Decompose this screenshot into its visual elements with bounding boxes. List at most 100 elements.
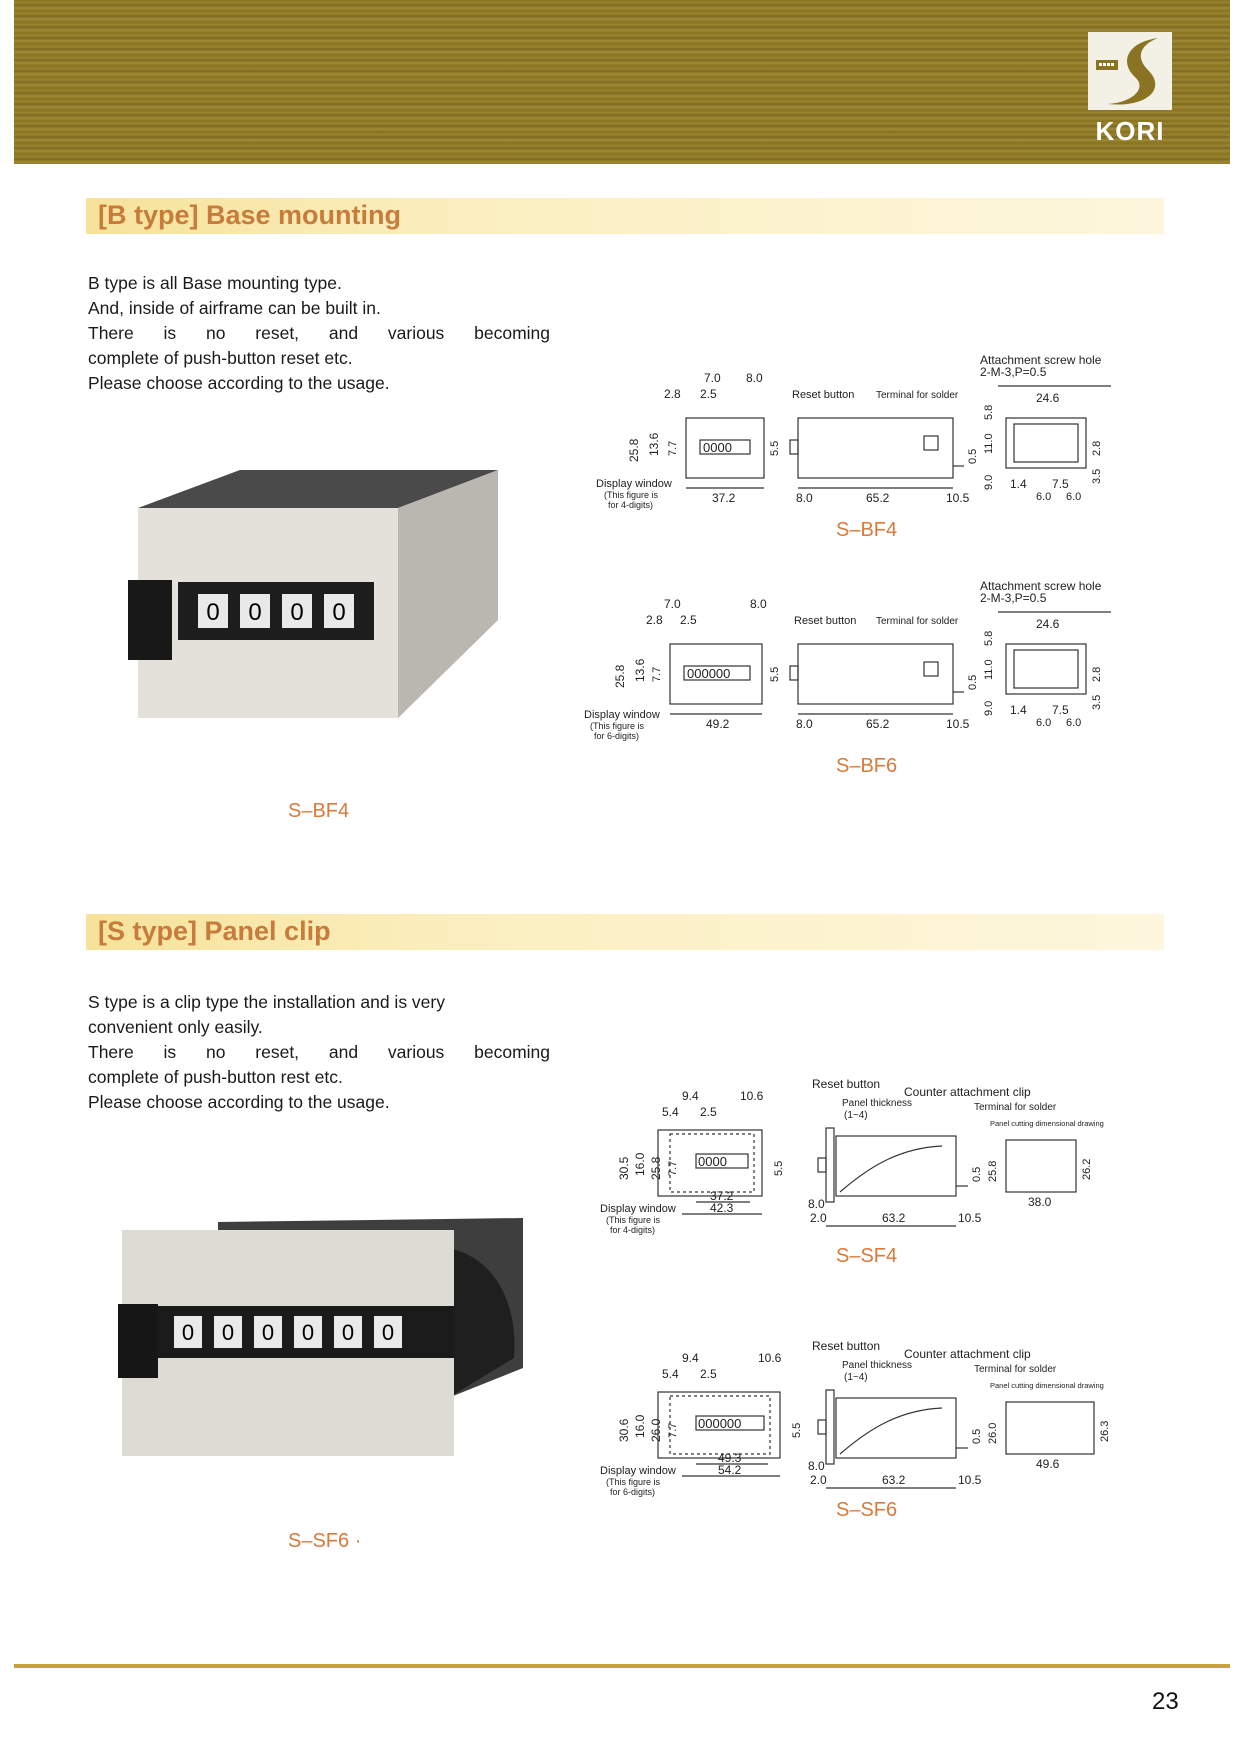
- digit: 0: [302, 1320, 314, 1345]
- dim-label: 49.6: [1036, 1457, 1060, 1471]
- dim-label: 9.0: [983, 475, 995, 490]
- digit: 0: [290, 599, 303, 626]
- reset-button-label: Reset button: [792, 389, 854, 401]
- dim-label: 0.5: [967, 675, 979, 690]
- dim-label: 8.0: [746, 371, 763, 385]
- dim-label: 0.5: [971, 1429, 983, 1444]
- digit: 0: [182, 1320, 194, 1345]
- dim-label: 7.0: [704, 371, 721, 385]
- dim-label: 1.4: [1010, 477, 1027, 491]
- panel-thickness-label: Panel thickness: [842, 1098, 912, 1109]
- digit: 0: [342, 1320, 354, 1345]
- dim-label: 25.8: [987, 1161, 999, 1182]
- dim-label: 2.5: [700, 387, 717, 401]
- digit: 0: [382, 1320, 394, 1345]
- digit: 0: [222, 1320, 234, 1345]
- dim-label: 25.8: [627, 438, 641, 462]
- dim-label: 10.5: [946, 717, 970, 731]
- dim-label: 7.7: [667, 441, 679, 456]
- dim-label: 25.8: [649, 1156, 663, 1180]
- dim-label: 16.0: [633, 1152, 647, 1176]
- dim-label: 65.2: [866, 491, 890, 505]
- model-label: S–BF6: [836, 755, 897, 777]
- dim-label: 6.0: [1066, 491, 1081, 503]
- dim-label: 2.8: [1091, 667, 1103, 682]
- display-note: (This figure is: [606, 1477, 661, 1487]
- dim-label: 10.6: [758, 1351, 782, 1365]
- digit: 0: [248, 599, 261, 626]
- dim-label: 2.8: [646, 613, 663, 627]
- reset-button-label: Reset button: [812, 1077, 880, 1091]
- digit: 0: [262, 1320, 274, 1345]
- dim-label: 11.0: [983, 433, 995, 454]
- dim-label: 9.4: [682, 1089, 699, 1103]
- dim-label: 2.0: [810, 1473, 827, 1487]
- description-line: There is no reset, and various becoming: [88, 323, 550, 343]
- dim-label: 26.3: [1099, 1421, 1111, 1442]
- clip-label: Counter attachment clip: [904, 1085, 1031, 1099]
- dim-label: 13.6: [647, 432, 661, 456]
- dim-label: 26.0: [649, 1418, 663, 1442]
- dim-label: 37.2: [712, 491, 736, 505]
- dim-label: 49.2: [706, 717, 730, 731]
- attach-spec: 2-M-3,P=0.5: [980, 591, 1047, 605]
- dim-label: 3.5: [1091, 695, 1103, 710]
- display-window-label: Display window: [600, 1203, 676, 1215]
- section-banner-s-type: [S type] Panel clip: [86, 914, 1164, 950]
- description-line: convenient only easily.: [88, 1017, 263, 1037]
- b-type-description: B type is all Base mounting type. And, i…: [88, 271, 550, 396]
- product-photo-s-bf4: 0 0 0 0: [128, 470, 508, 735]
- dim-label: 10.5: [958, 1211, 982, 1225]
- dim-label: 49.3: [718, 1451, 742, 1465]
- dim-label: 8.0: [796, 491, 813, 505]
- dim-label: 2.8: [664, 387, 681, 401]
- dim-label: 8.0: [808, 1197, 825, 1211]
- product-photo-s-sf6: 0 0 0 0 0 0: [118, 1218, 528, 1473]
- digit: 0: [206, 599, 219, 626]
- dim-label: 13.6: [633, 658, 647, 682]
- photo-caption: S–SF6 ·: [288, 1530, 362, 1552]
- panel-title: Panel cutting dimensional drawing: [990, 1119, 1104, 1128]
- dim-label: 16.0: [633, 1414, 647, 1438]
- drawing-s-sf6: 9.4 10.6 5.4 2.5 30.6 16.0 26.0 7.7 5.5 …: [600, 1339, 1111, 1521]
- description-line: There is no reset, and various becoming: [88, 1042, 550, 1062]
- dim-label: 5.4: [662, 1105, 679, 1119]
- dim-label: 7.5: [1052, 477, 1069, 491]
- drawing-s-sf4: 9.4 10.6 5.4 2.5 30.5 16.0 25.8 7.7 5.5 …: [600, 1077, 1104, 1267]
- digit: 0: [332, 599, 345, 626]
- dim-label: 6.0: [1036, 491, 1051, 503]
- description-line: And, inside of airframe can be built in.: [88, 298, 381, 318]
- reset-button-label: Reset button: [812, 1339, 880, 1353]
- dim-label: 5.5: [791, 1423, 803, 1438]
- range-label: (1~4): [844, 1110, 868, 1121]
- logo-text: KORI: [1095, 116, 1165, 146]
- drawing-s-bf6: 7.0 8.0 2.8 2.5 25.8 13.6 7.7 5.5 000000…: [584, 579, 1111, 777]
- dim-label: 8.0: [796, 717, 813, 731]
- dim-label: 8.0: [750, 597, 767, 611]
- dim-label: 63.2: [882, 1211, 906, 1225]
- description-line: S type is a clip type the installation a…: [88, 992, 445, 1012]
- dim-label: 6.0: [1036, 717, 1051, 729]
- attach-title: Attachment screw hole: [980, 353, 1102, 367]
- dim-label: 3.5: [1091, 469, 1103, 484]
- dim-label: 7.7: [667, 1423, 679, 1438]
- dim-label: 38.0: [1028, 1195, 1052, 1209]
- dim-label: 10.5: [946, 491, 970, 505]
- dim-label: 9.0: [983, 701, 995, 716]
- dim-label: 7.0: [664, 597, 681, 611]
- dim-label: 24.6: [1036, 391, 1060, 405]
- range-label: (1~4): [844, 1372, 868, 1383]
- dim-label: 1.4: [1010, 703, 1027, 717]
- display-window-label: Display window: [596, 478, 672, 490]
- dim-label: 37.2: [710, 1189, 734, 1203]
- display-note: for 4-digits): [610, 1225, 655, 1235]
- header-band: KORI: [14, 0, 1230, 164]
- terminal-label: Terminal for solder: [974, 1364, 1057, 1375]
- display-digits: 0000: [703, 440, 732, 455]
- panel-title: Panel cutting dimensional drawing: [990, 1381, 1104, 1390]
- terminal-label: Terminal for solder: [876, 390, 959, 401]
- logo-emblem-icon: [1088, 32, 1172, 110]
- s-type-description: S type is a clip type the installation a…: [88, 990, 550, 1115]
- dim-label: 7.5: [1052, 703, 1069, 717]
- section-banner-b-type: [B type] Base mounting: [86, 198, 1164, 234]
